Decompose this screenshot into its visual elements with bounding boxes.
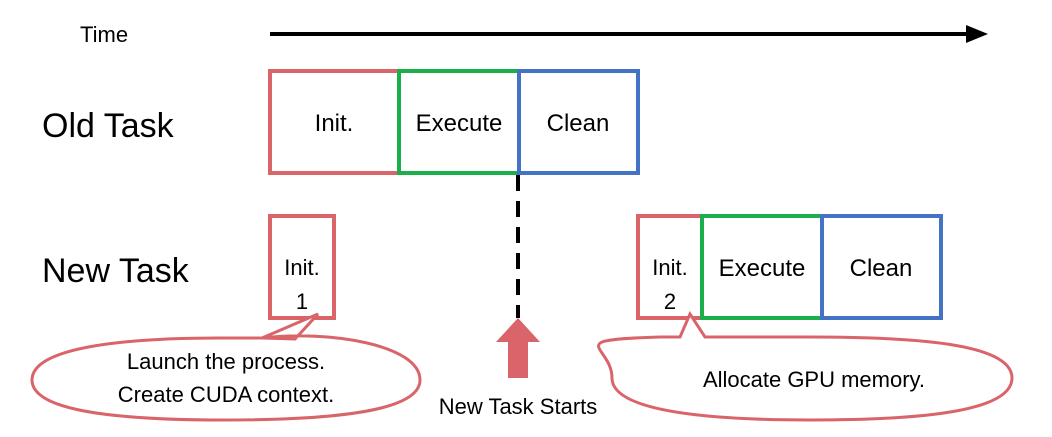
callout-left-text-line1: Launch the process. (127, 349, 325, 374)
callout-left-bubble (30, 312, 422, 422)
row-label-old-task: Old Task (42, 107, 175, 145)
row-label-new-task: New Task (42, 252, 190, 290)
callout-right-bubble (597, 310, 1014, 422)
new-task-init1-label-line2: 1 (296, 289, 308, 314)
old-task-clean-box (517, 69, 640, 175)
time-axis-arrowhead-icon (966, 25, 988, 43)
new-task-phases: Init. 2 Execute Clean (636, 214, 943, 320)
new-task-init1-box (268, 214, 336, 320)
new-task-init2-label-line1: Init. (652, 255, 687, 280)
new-task-execute-label: Execute (719, 255, 806, 282)
new-task-init1-label-line1: Init. (284, 255, 319, 280)
callout-left-text-line2: Create CUDA context. (118, 382, 334, 407)
new-task-start-label: New Task Starts (439, 394, 598, 419)
new-task-init2-label-line2: 2 (664, 289, 676, 314)
callout-right: Allocate GPU memory. (597, 310, 1014, 422)
callout-right-text: Allocate GPU memory. (703, 367, 925, 392)
new-task-clean-box (820, 214, 943, 320)
new-task-init1: Init. 1 (268, 214, 336, 320)
old-task-init-label: Init. (315, 110, 354, 137)
old-task-execute-label: Execute (416, 110, 503, 137)
time-axis-label: Time (80, 22, 128, 47)
old-task-clean-label: Clean (547, 110, 610, 137)
callout-left: Launch the process. Create CUDA context. (30, 312, 422, 422)
new-task-clean-label: Clean (850, 255, 913, 282)
new-task-start-arrow-icon (496, 318, 540, 378)
old-task-phases: Init. Execute Clean (268, 69, 640, 175)
